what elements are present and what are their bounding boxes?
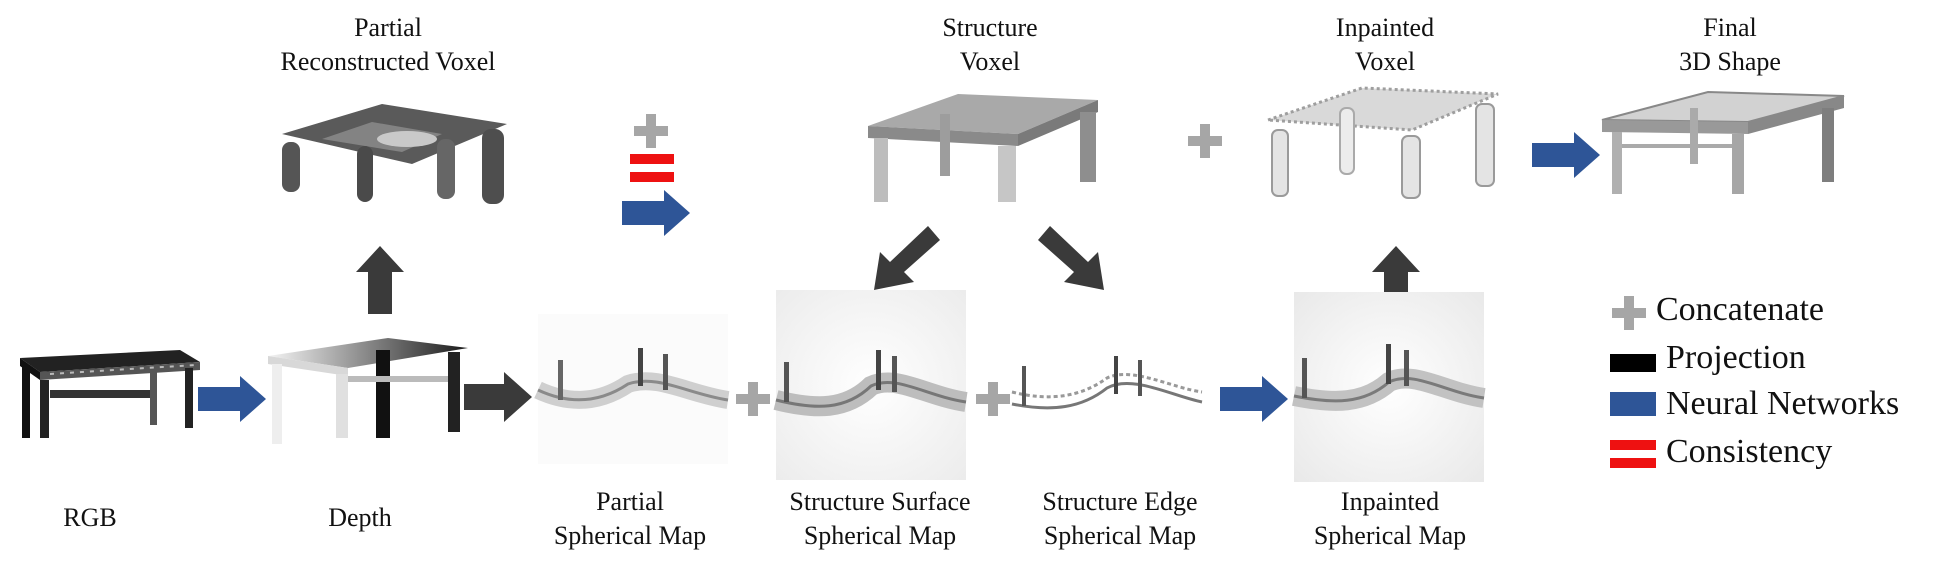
inpainted-voxel-image: [1267, 86, 1499, 199]
concatenate-plus-icon-top: [634, 114, 668, 148]
structure-voxel-image: [868, 94, 1098, 202]
neural-network-arrow-to-inpainted-map: [1220, 376, 1288, 422]
legend-projection-label: Projection: [1666, 339, 1806, 376]
depth-label: Depth: [328, 503, 392, 532]
consistency-equals-icon: [630, 154, 674, 182]
structure-surface-map-image: [773, 290, 968, 480]
projection-arrow-depth-map: [464, 372, 532, 422]
inpainted-spherical-map-image: [1292, 292, 1486, 482]
projection-arrow-structure-to-edge: [1038, 226, 1104, 290]
neural-network-arrow-rgb-depth: [198, 376, 266, 422]
concatenate-plus-icon-map-2: [976, 382, 1010, 416]
legend-neural-networks-swatch: [1610, 392, 1656, 416]
legend-projection-swatch: [1610, 354, 1656, 372]
legend-concatenate-icon: [1612, 296, 1646, 330]
inpainted-map-label-1: Inpainted: [1340, 487, 1440, 516]
neural-network-arrow-to-final: [1532, 132, 1600, 178]
partial-map-label-2: Spherical Map: [553, 521, 707, 550]
partial-map-label-1: Partial: [596, 487, 664, 516]
legend-consistency-label: Consistency: [1666, 433, 1833, 470]
partial-spherical-map-image: [534, 314, 730, 464]
legend-neural-networks-label: Neural Networks: [1666, 385, 1900, 422]
inpainted-voxel-label-2: Voxel: [1354, 47, 1416, 76]
surface-map-label-1: Structure Surface: [789, 487, 971, 516]
final-shape-label-2: 3D Shape: [1679, 47, 1781, 76]
inpainted-map-label-2: Spherical Map: [1313, 521, 1467, 550]
legend-concatenate-label: Concatenate: [1656, 291, 1825, 328]
structure-edge-map-image: [1011, 356, 1203, 410]
partial-voxel-label-2: Reconstructed Voxel: [280, 47, 496, 76]
edge-map-label-2: Spherical Map: [1043, 521, 1197, 550]
depth-image: [268, 338, 468, 444]
partial-voxel-label-1: Partial: [354, 13, 422, 42]
rgb-label: RGB: [63, 503, 117, 532]
inpainted-voxel-label-1: Inpainted: [1335, 13, 1435, 42]
surface-map-label-2: Spherical Map: [803, 521, 957, 550]
rgb-image: [20, 350, 200, 438]
concatenate-plus-icon-voxels: [1188, 124, 1222, 158]
neural-network-arrow-top: [622, 190, 690, 236]
projection-arrow-up-depth-voxel: [356, 246, 404, 314]
concatenate-plus-icon-map-1: [736, 382, 770, 416]
partial-voxel-image: [282, 104, 507, 204]
legend-consistency-swatch: [1610, 440, 1656, 468]
projection-arrow-structure-to-surface: [874, 226, 940, 290]
final-shape-image: [1601, 90, 1845, 194]
final-shape-label-1: Final: [1703, 13, 1757, 42]
edge-map-label-1: Structure Edge: [1042, 487, 1198, 516]
structure-voxel-label-1: Structure: [942, 13, 1038, 42]
structure-voxel-label-2: Voxel: [959, 47, 1021, 76]
